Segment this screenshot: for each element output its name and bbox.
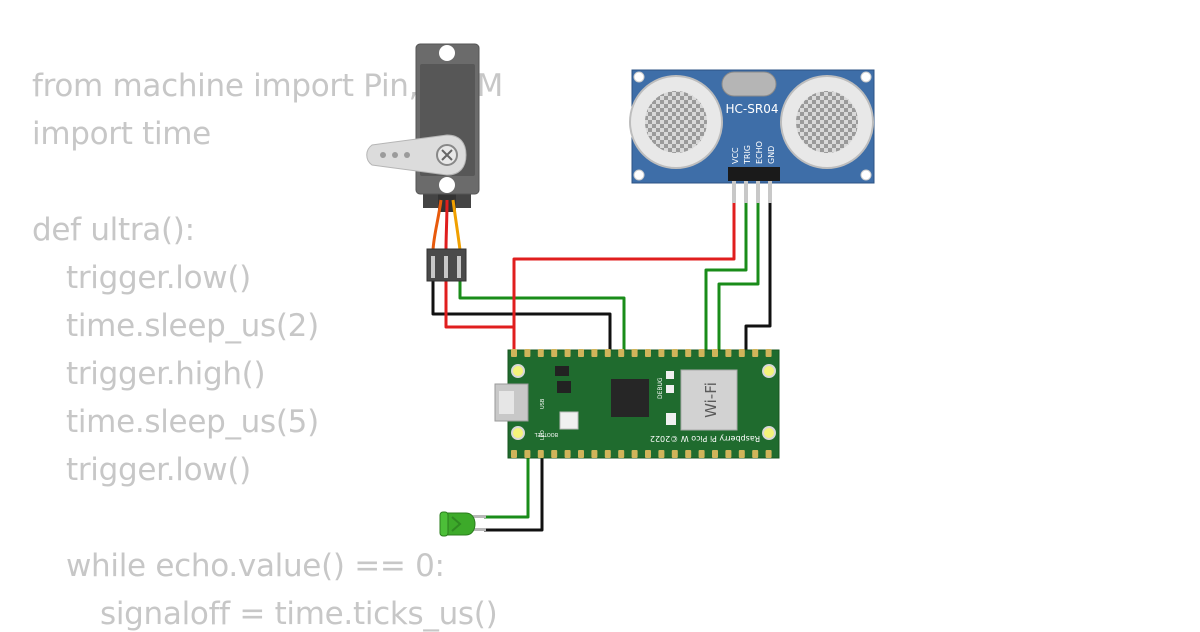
wire-servo-gnd[interactable]: [431, 277, 612, 352]
sensor-model-label: HC-SR04: [726, 102, 779, 116]
wires: [431, 203, 772, 532]
code-line: trigger.high(): [66, 356, 266, 392]
crystal-oscillator: [721, 71, 777, 97]
pin-label-echo: ECHO: [755, 141, 764, 164]
gpio-pin[interactable]: [752, 349, 759, 357]
gpio-pin[interactable]: [752, 450, 759, 458]
gpio-pin[interactable]: [738, 450, 745, 458]
wifi-module: Wi-Fi: [680, 369, 738, 431]
code-line: while echo.value() == 0:: [66, 548, 445, 584]
gpio-pin[interactable]: [591, 450, 598, 458]
usb-port: [494, 383, 529, 422]
gpio-pin[interactable]: [658, 349, 665, 357]
usb-label: USB: [540, 398, 546, 409]
gpio-pin[interactable]: [591, 349, 598, 357]
gpio-pin[interactable]: [671, 349, 678, 357]
gpio-pin[interactable]: [578, 349, 584, 357]
wire-servo-signal[interactable]: [458, 277, 626, 352]
servo-motor[interactable]: [366, 43, 480, 282]
gpio-pin[interactable]: [738, 349, 745, 357]
gpio-pin[interactable]: [765, 349, 772, 357]
servo-horn[interactable]: [366, 134, 467, 176]
gpio-pin[interactable]: [551, 450, 558, 458]
pin-label-trig: TRIG: [743, 145, 752, 165]
gpio-pin[interactable]: [685, 450, 692, 458]
gpio-pin[interactable]: [685, 349, 692, 357]
gpio-pin[interactable]: [618, 450, 625, 458]
gpio-pin[interactable]: [524, 349, 531, 357]
pin-label-gnd: GND: [767, 146, 776, 164]
rp2040-chip: [611, 379, 649, 417]
wire-sensor-vcc[interactable]: [512, 203, 736, 352]
gpio-pin[interactable]: [645, 450, 651, 458]
transducer-right: [780, 75, 874, 169]
code-line: time.sleep_us(5): [66, 404, 319, 440]
gpio-pin[interactable]: [578, 450, 584, 458]
gpio-pin[interactable]: [631, 450, 638, 458]
gpio-pin[interactable]: [604, 450, 611, 458]
gpio-pin[interactable]: [698, 450, 705, 458]
gpio-pin[interactable]: [564, 450, 571, 458]
gpio-pin[interactable]: [725, 349, 732, 357]
wifi-label: Wi-Fi: [702, 382, 720, 418]
gpio-pin[interactable]: [765, 450, 772, 458]
gpio-pin[interactable]: [725, 450, 732, 458]
code-line: signaloff = time.ticks_us(): [100, 596, 498, 632]
board-name-label: Raspberry Pi Pico W ©2022: [650, 434, 760, 443]
gpio-pin[interactable]: [537, 450, 544, 458]
gpio-pin[interactable]: [511, 349, 517, 357]
gpio-pin[interactable]: [564, 349, 571, 357]
gpio-pin[interactable]: [524, 450, 531, 458]
wire-sensor-trig[interactable]: [704, 203, 748, 352]
gpio-pin[interactable]: [698, 349, 705, 357]
gpio-pin[interactable]: [631, 349, 638, 357]
transducer-left: [629, 75, 723, 169]
gpio-pin[interactable]: [712, 349, 718, 357]
code-line: def ultra():: [32, 212, 195, 248]
code-line: time.sleep_us(2): [66, 308, 319, 344]
code-line: import time: [32, 116, 211, 152]
sensor-header: [728, 167, 780, 181]
wire-led-anode[interactable]: [484, 450, 530, 519]
gpio-pin[interactable]: [618, 349, 625, 357]
gpio-pin[interactable]: [537, 349, 544, 357]
code-line: trigger.low(): [66, 260, 251, 296]
debug-label: DEBUG: [657, 377, 664, 399]
code-line: trigger.low(): [66, 452, 251, 488]
bootsel-button[interactable]: [559, 411, 579, 430]
gpio-pin[interactable]: [551, 349, 558, 357]
ultrasonic-sensor[interactable]: HC-SR04 VCC TRIG ECHO GND: [629, 69, 875, 203]
pin-label-vcc: VCC: [731, 147, 740, 164]
bootsel-label: BOOTSEL: [534, 431, 558, 437]
gpio-pin[interactable]: [671, 450, 678, 458]
pico-w-board[interactable]: USB BOOTSEL LED DEBUG Wi-Fi Raspberry Pi…: [494, 349, 780, 459]
gpio-pin[interactable]: [712, 450, 718, 458]
green-led[interactable]: [439, 511, 486, 537]
led-label: LED: [540, 430, 546, 440]
gpio-pin[interactable]: [511, 450, 517, 458]
wire-sensor-gnd[interactable]: [744, 203, 772, 352]
gpio-pin[interactable]: [658, 450, 665, 458]
gpio-pin[interactable]: [604, 349, 611, 357]
gpio-pin[interactable]: [645, 349, 651, 357]
wire-led-cathode[interactable]: [484, 450, 544, 532]
wire-sensor-echo[interactable]: [717, 203, 760, 352]
